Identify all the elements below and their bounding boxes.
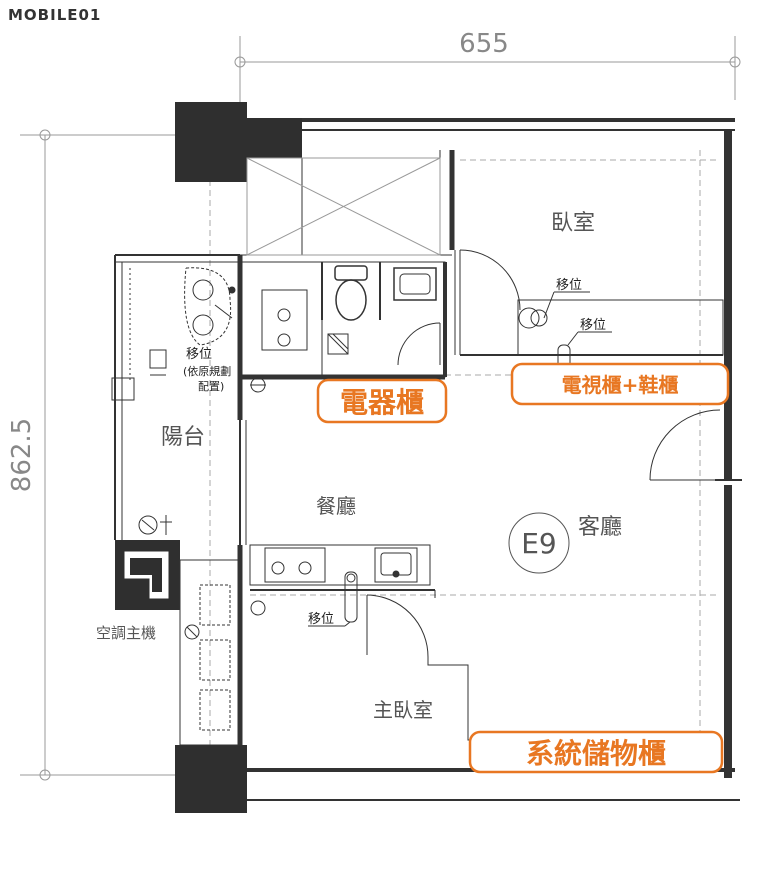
leader-lines bbox=[308, 291, 612, 627]
room-label-dining: 餐廳 bbox=[316, 494, 356, 518]
dimension-height-label: 862.5 bbox=[7, 418, 37, 492]
annotation-storage-cabinet-text: 系統儲物櫃 bbox=[526, 737, 666, 770]
storage-room bbox=[246, 157, 441, 256]
structural-columns bbox=[115, 102, 302, 813]
guide-lines bbox=[209, 130, 720, 790]
room-label-master-bedroom: 主臥室 bbox=[373, 698, 433, 722]
relocate-note-3: 移位 bbox=[308, 612, 334, 627]
relocate-note-1: 移位 bbox=[556, 278, 582, 293]
annotation-tv-shoe-cabinet-text: 電視櫃+鞋櫃 bbox=[562, 373, 679, 397]
room-label-living: 客廳 bbox=[578, 515, 622, 540]
room-label-balcony: 陽台 bbox=[161, 425, 205, 450]
pipe-markers bbox=[518, 307, 571, 374]
living-door-arc bbox=[649, 409, 721, 481]
annotation-storage-cabinet: 系統儲物櫃 bbox=[468, 730, 724, 774]
watermark-logo: MOBILE01 bbox=[8, 6, 102, 24]
bedroom-door bbox=[454, 249, 724, 356]
relocate-note-balcony: 移位 bbox=[186, 347, 212, 362]
annotation-tv-shoe-cabinet: 電視櫃+鞋櫃 bbox=[510, 362, 730, 406]
relocate-note-2: 移位 bbox=[580, 318, 606, 333]
bathroom bbox=[239, 261, 447, 380]
original-plan-note-line2: 配置) bbox=[198, 380, 224, 393]
unit-label-ellipse bbox=[508, 512, 570, 574]
balcony-fixtures bbox=[111, 267, 266, 535]
room-label-ac-unit: 空調主機 bbox=[96, 624, 156, 642]
dimension-width-label: 655 bbox=[459, 29, 509, 59]
unit-label: E9 bbox=[521, 527, 557, 560]
room-label-bedroom: 臥室 bbox=[551, 211, 595, 236]
ac-shaft bbox=[179, 559, 241, 746]
original-plan-note-line1: (依原規劃 bbox=[183, 364, 231, 378]
kitchen-counter bbox=[249, 544, 435, 623]
dimension-lines bbox=[20, 36, 741, 781]
ac-column-notch bbox=[130, 558, 162, 592]
annotation-appliance-cabinet: 電器櫃 bbox=[316, 378, 448, 424]
annotation-appliance-cabinet-text: 電器櫃 bbox=[340, 386, 424, 419]
